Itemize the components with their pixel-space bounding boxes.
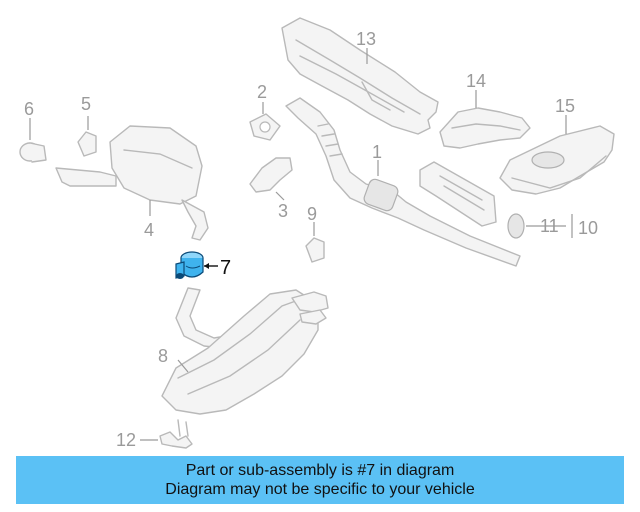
callout-7: 7 (220, 257, 231, 279)
part-2-gasket[interactable] (249, 113, 281, 141)
callout-6: 6 (24, 99, 34, 119)
callout-13: 13 (356, 29, 376, 49)
callout-9: 9 (307, 204, 317, 224)
callout-10: 10 (578, 218, 598, 238)
part-8-rear-muffler[interactable] (161, 287, 329, 415)
part-6-clamp[interactable] (19, 142, 47, 163)
part-14-heat-shield[interactable] (439, 107, 531, 149)
callout-3: 3 (278, 201, 288, 221)
info-banner: Part or sub-assembly is #7 in diagram Di… (16, 456, 624, 504)
part-9-hanger[interactable] (305, 237, 325, 263)
callout-2: 2 (257, 82, 267, 102)
callout-1: 1 (372, 142, 382, 162)
part-13-heat-shield[interactable] (281, 17, 439, 135)
part-15-heat-shield-plate[interactable] (499, 125, 615, 195)
callout-5: 5 (81, 94, 91, 114)
callout-4: 4 (144, 220, 154, 240)
part-11-rubber-hanger[interactable] (507, 213, 525, 239)
callout-11: 11 (540, 216, 559, 236)
part-10-bracket[interactable] (419, 161, 497, 227)
banner-line-2: Diagram may not be specific to your vehi… (165, 481, 475, 498)
banner-line-1: Part or sub-assembly is #7 in diagram (185, 462, 455, 479)
callout-15: 15 (555, 96, 575, 116)
part-5-hanger[interactable] (77, 131, 97, 157)
callout-14: 14 (466, 71, 486, 91)
part-3-bracket[interactable] (249, 157, 293, 193)
part-1-front-pipe[interactable] (285, 97, 521, 267)
callout-8: 8 (158, 346, 168, 366)
part-7-clamp[interactable] (175, 251, 204, 279)
part-12-bolt[interactable] (159, 419, 193, 449)
callout-12: 12 (116, 430, 136, 450)
part-4-muffler[interactable] (55, 125, 209, 241)
